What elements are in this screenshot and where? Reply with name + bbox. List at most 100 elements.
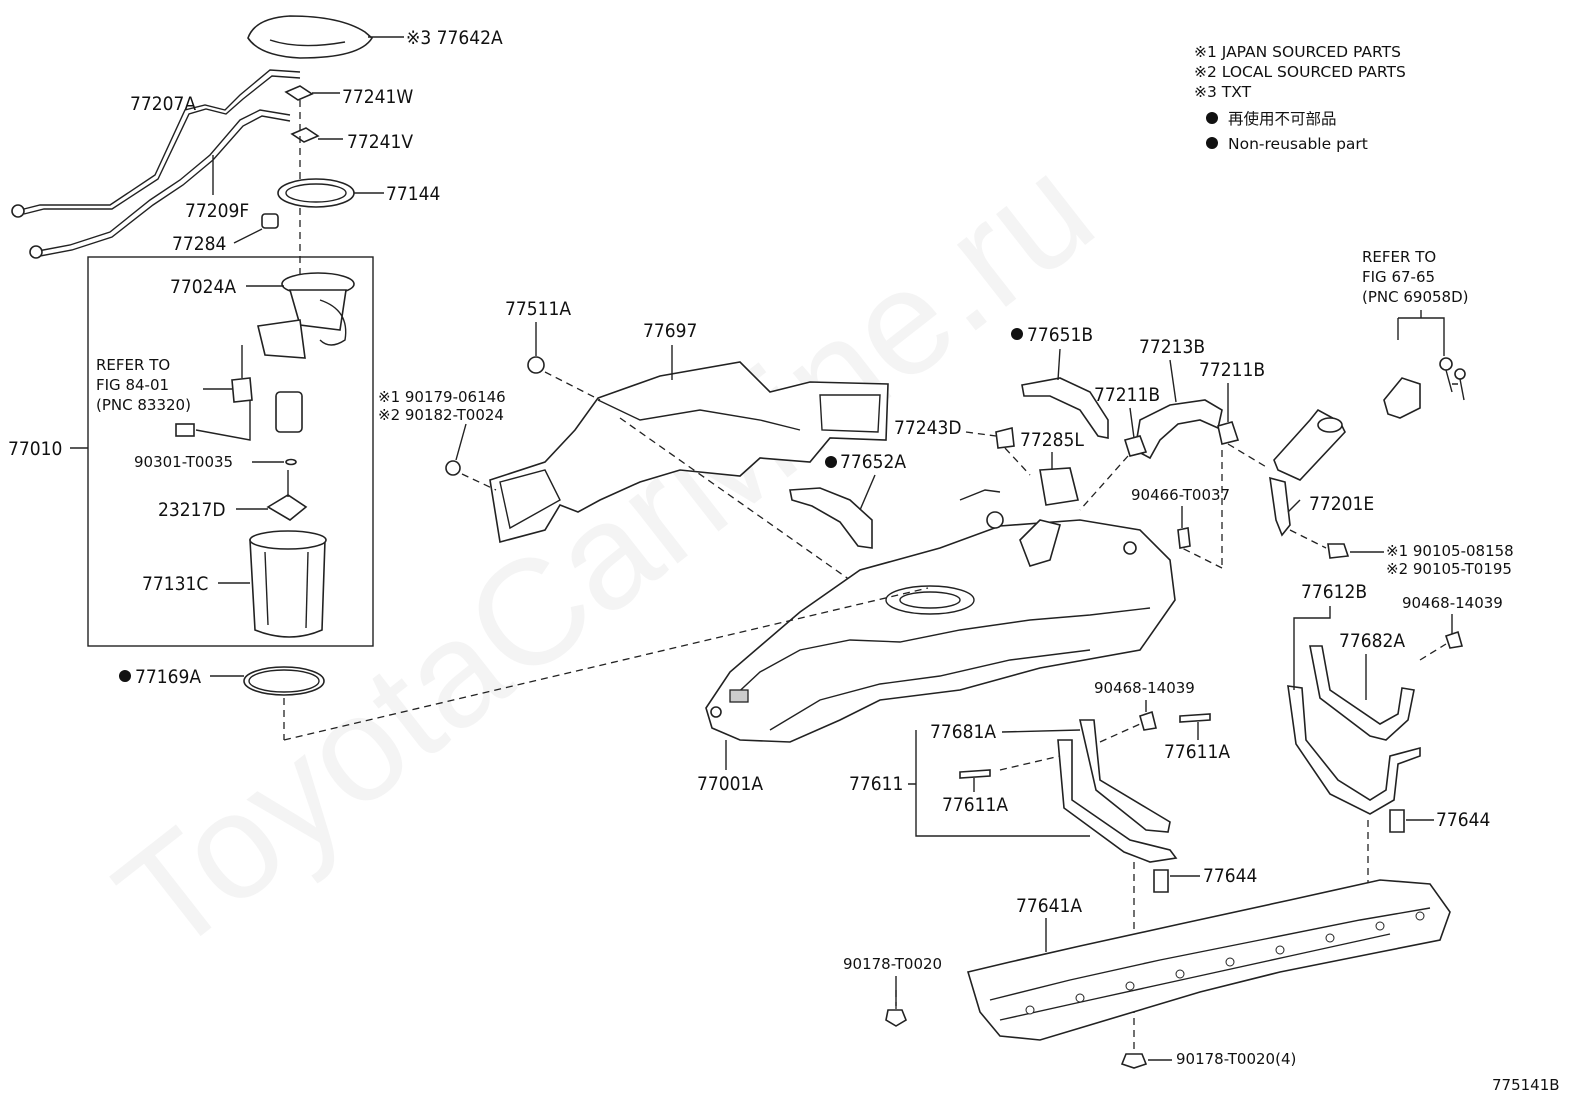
figure-number: 775141B xyxy=(1492,1076,1560,1094)
label-77681A: 77681A xyxy=(930,721,996,743)
leaders-left xyxy=(70,36,404,677)
label-90301-T0035: 90301-T0035 xyxy=(134,453,233,471)
part-77131C[interactable] xyxy=(249,539,326,638)
part-77243D[interactable] xyxy=(995,427,1015,449)
assembly-77010-frame xyxy=(87,256,374,647)
label-77213B: 77213B xyxy=(1139,336,1205,358)
part-77642A-cover[interactable] xyxy=(247,15,374,59)
label-90466-T0037: 90466-T0037 xyxy=(1131,486,1230,504)
label-90468-14039-a: 90468-14039 xyxy=(1402,594,1503,612)
part-77612B-strap[interactable] xyxy=(1287,685,1421,815)
refer-left-line2: FIG 84-01 xyxy=(96,376,169,394)
label-77169A: 77169A xyxy=(135,666,201,688)
refer-left-line3: (PNC 83320) xyxy=(96,396,191,414)
part-77652A-pad[interactable] xyxy=(789,487,873,549)
label-77644-a: 77644 xyxy=(1436,809,1490,831)
label-77243D: 77243D xyxy=(894,417,962,439)
label-77651B: 77651B xyxy=(1027,324,1093,346)
fuel-tank-group xyxy=(705,489,1176,743)
fuel-cap-lock[interactable] xyxy=(1383,377,1421,419)
part-77644-bolt-a[interactable] xyxy=(1389,809,1405,833)
part-90466-T0037[interactable] xyxy=(1177,527,1191,549)
refer-right-line1: REFER TO xyxy=(1362,248,1436,266)
strap-group xyxy=(895,630,1464,1060)
part-77211B-clamp-b[interactable] xyxy=(1217,421,1240,445)
label-90468-14039-b: 90468-14039 xyxy=(1094,679,1195,697)
part-23217D[interactable] xyxy=(266,494,308,521)
part-77207A-hose[interactable] xyxy=(19,69,301,211)
label-77285L: 77285L xyxy=(1020,429,1084,451)
label-90182-T0024: ※2 90182-T0024 xyxy=(378,406,504,424)
legend-nonreusable-en: Non-reusable part xyxy=(1228,135,1368,153)
label-77642A: ※3 77642A xyxy=(406,27,503,49)
part-77697-heat-shield[interactable] xyxy=(489,361,889,544)
part-90468-14039-a[interactable] xyxy=(1139,710,1157,731)
label-77211B-b: 77211B xyxy=(1199,359,1265,381)
legend-japan-sourced: ※1 JAPAN SOURCED PARTS xyxy=(1194,43,1401,61)
label-77652A: 77652A xyxy=(840,451,906,473)
part-77209F-hose[interactable] xyxy=(37,109,291,252)
legend: ※1 JAPAN SOURCED PARTS ※2 LOCAL SOURCED … xyxy=(1194,43,1406,153)
part-77285L[interactable] xyxy=(1039,467,1079,506)
part-77169A-gasket[interactable] xyxy=(243,666,325,696)
assembly-line-pump-to-tank xyxy=(283,587,929,741)
filler-group xyxy=(789,310,1466,569)
pump-filter xyxy=(275,391,303,433)
label-77201E: 77201E xyxy=(1309,493,1374,515)
refer-right-line3: (PNC 69058D) xyxy=(1362,288,1468,306)
part-90178-T0020-nut-b[interactable] xyxy=(1120,1053,1148,1069)
part-90468-14039-b[interactable] xyxy=(1444,630,1464,649)
part-90105-bolt[interactable] xyxy=(1327,543,1350,559)
part-77681A-strap[interactable] xyxy=(1078,719,1171,833)
part-77611A-bolt-b[interactable] xyxy=(959,769,991,779)
label-77641A: 77641A xyxy=(1016,895,1082,917)
label-23217D: 23217D xyxy=(158,499,226,521)
part-77651B-pad[interactable] xyxy=(1021,377,1109,439)
part-77213B-hose[interactable] xyxy=(1134,399,1223,460)
refer-right-line2: FIG 67-65 xyxy=(1362,268,1435,286)
label-77241W: 77241W xyxy=(342,86,413,108)
label-90178-T0020-a: 90178-T0020 xyxy=(843,955,942,973)
part-77511A-grommet[interactable] xyxy=(527,356,545,374)
label-77682A: 77682A xyxy=(1339,630,1405,652)
label-90105-08158: ※1 90105-08158 xyxy=(1386,542,1514,560)
part-77611A-bolt-a[interactable] xyxy=(1179,713,1211,723)
label-77211B-a: 77211B xyxy=(1094,384,1160,406)
label-77010: 77010 xyxy=(8,438,62,460)
label-77611A-a: 77611A xyxy=(1164,741,1230,763)
heat-shield-group xyxy=(445,356,889,581)
legend-txt: ※3 TXT xyxy=(1194,83,1252,101)
label-77612B: 77612B xyxy=(1301,581,1367,603)
part-77611-strap[interactable] xyxy=(1057,739,1178,863)
legend-local-sourced: ※2 LOCAL SOURCED PARTS xyxy=(1194,63,1406,81)
legend-nonreusable-jp: 再使用不可部品 xyxy=(1228,110,1337,128)
label-77131C: 77131C xyxy=(142,573,208,595)
part-90179-grommet[interactable] xyxy=(445,460,461,476)
part-77211B-clamp-a[interactable] xyxy=(1123,435,1148,457)
under-cover-group xyxy=(885,879,1451,1069)
label-77284: 77284 xyxy=(172,233,226,255)
part-77241W-clip[interactable] xyxy=(284,85,314,101)
label-77024A: 77024A xyxy=(170,276,236,298)
pump-assembly-group xyxy=(11,15,374,740)
part-90301-T0035[interactable] xyxy=(285,458,297,466)
label-77001A: 77001A xyxy=(697,773,763,795)
nonreusable-bullet-77169A xyxy=(119,670,131,682)
part-77001A-fuel-tank[interactable] xyxy=(705,519,1176,743)
label-77207A: 77207A xyxy=(130,93,196,115)
label-90179-06146: ※1 90179-06146 xyxy=(378,388,506,406)
part-90178-T0020-nut-a[interactable] xyxy=(885,1009,907,1027)
part-77682A-strap[interactable] xyxy=(1309,645,1415,741)
part-77284[interactable] xyxy=(261,213,279,229)
label-77644-b: 77644 xyxy=(1203,865,1257,887)
part-77144-ring[interactable] xyxy=(277,178,355,208)
sender-gauge xyxy=(231,377,253,403)
label-77209F: 77209F xyxy=(185,200,249,222)
part-77241V-clip[interactable] xyxy=(290,127,320,143)
refer-left-line1: REFER TO xyxy=(96,356,170,374)
label-90178-T0020-4: 90178-T0020(4) xyxy=(1176,1050,1296,1068)
label-77144: 77144 xyxy=(386,183,440,205)
part-77644-bolt-b[interactable] xyxy=(1153,869,1169,893)
label-90105-T0195: ※2 90105-T0195 xyxy=(1386,560,1512,578)
